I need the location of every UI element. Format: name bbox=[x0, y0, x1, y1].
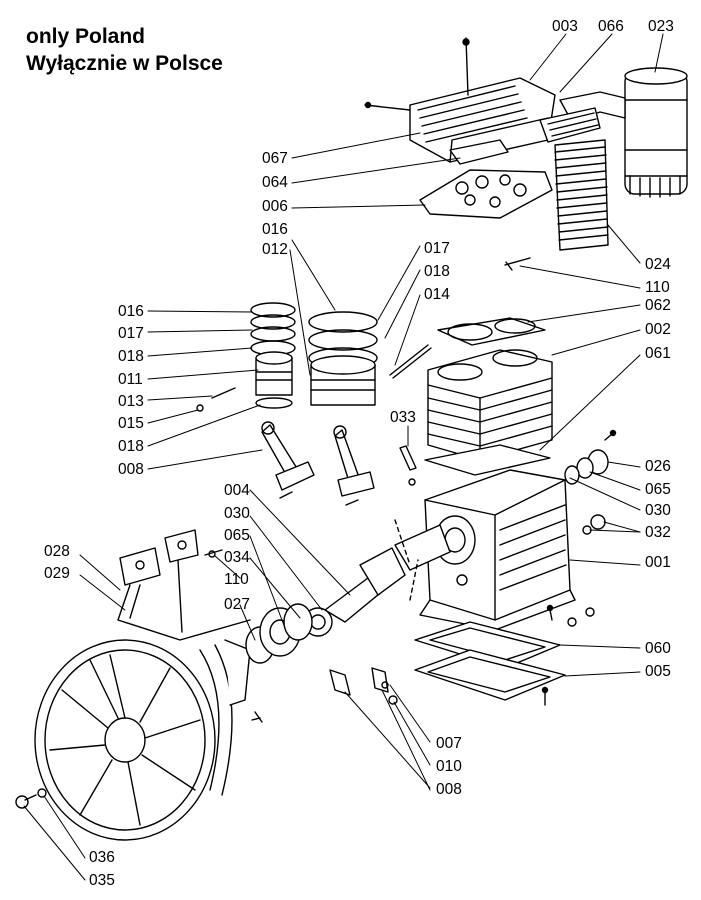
part-number-033: 033 bbox=[390, 409, 416, 426]
part-number-036: 036 bbox=[89, 849, 115, 866]
part-number-007: 007 bbox=[436, 735, 462, 752]
part-number-002: 002 bbox=[645, 321, 671, 338]
part-number-027: 027 bbox=[224, 596, 250, 613]
part-number-060: 060 bbox=[645, 640, 671, 657]
part-number-061: 061 bbox=[645, 345, 671, 362]
connecting-rods-drawing bbox=[261, 421, 375, 506]
part-number-006: 006 bbox=[262, 198, 288, 215]
cylinder-head-drawing bbox=[364, 37, 556, 163]
part-number-010: 010 bbox=[436, 758, 462, 775]
part-number-023: 023 bbox=[648, 18, 674, 35]
part-number-029: 029 bbox=[44, 565, 70, 582]
note-only-poland-polish: Wyłącznie w Polsce bbox=[26, 52, 223, 75]
part-number-008-rod: 008 bbox=[118, 461, 144, 478]
part-number-001: 001 bbox=[645, 554, 671, 571]
part-number-016-rings: 016 bbox=[118, 303, 144, 320]
right-fittings-drawing bbox=[546, 429, 617, 627]
part-number-017: 017 bbox=[424, 240, 450, 257]
flywheel-drawing bbox=[15, 639, 251, 841]
crankshaft-drawing bbox=[289, 519, 451, 637]
part-number-067: 067 bbox=[262, 150, 288, 167]
part-number-018-clip: 018 bbox=[118, 438, 144, 455]
part-number-026: 026 bbox=[645, 458, 671, 475]
bracket-drawing bbox=[117, 529, 251, 641]
part-number-018: 018 bbox=[424, 263, 450, 280]
part-number-018-rings: 018 bbox=[118, 348, 144, 365]
part-number-035: 035 bbox=[89, 872, 115, 889]
part-number-110-bolt: 110 bbox=[224, 571, 249, 588]
part-number-012: 012 bbox=[262, 241, 288, 258]
part-number-011: 011 bbox=[118, 371, 143, 388]
part-number-064: 064 bbox=[262, 174, 288, 191]
part-number-003: 003 bbox=[552, 18, 578, 35]
part-number-017-rings: 017 bbox=[118, 325, 144, 342]
air-filter-drawing bbox=[539, 67, 688, 198]
head-gaskets-drawing bbox=[419, 139, 553, 219]
part-number-030: 030 bbox=[645, 502, 671, 519]
part-number-004: 004 bbox=[224, 482, 250, 499]
part-number-028: 028 bbox=[44, 543, 70, 560]
part-number-008-blade: 008 bbox=[436, 781, 462, 798]
part-number-065-seal: 065 bbox=[224, 527, 250, 544]
pistons-drawing bbox=[196, 302, 432, 412]
part-number-030-bearing: 030 bbox=[224, 505, 250, 522]
bottom-cover-drawing bbox=[414, 621, 566, 706]
part-number-065: 065 bbox=[645, 481, 671, 498]
part-number-110: 110 bbox=[645, 279, 670, 296]
part-number-015: 015 bbox=[118, 415, 144, 432]
leader-lines bbox=[23, 33, 664, 881]
bearing-flange-drawing bbox=[245, 603, 313, 723]
part-number-062: 062 bbox=[645, 297, 671, 314]
part-number-014: 014 bbox=[424, 286, 450, 303]
part-number-066: 066 bbox=[598, 18, 624, 35]
part-number-032: 032 bbox=[645, 524, 671, 541]
part-number-016: 016 bbox=[262, 221, 288, 238]
part-number-005: 005 bbox=[645, 663, 671, 680]
part-number-024: 024 bbox=[645, 256, 671, 273]
valve-and-blades-drawing bbox=[329, 445, 417, 705]
note-only-poland: only Poland bbox=[26, 25, 146, 48]
cylinder-block-drawing bbox=[424, 317, 553, 476]
part-number-034: 034 bbox=[224, 549, 250, 566]
finned-pipe-drawing bbox=[504, 139, 609, 271]
part-number-013: 013 bbox=[118, 393, 144, 410]
crankcase-drawing bbox=[419, 469, 576, 631]
